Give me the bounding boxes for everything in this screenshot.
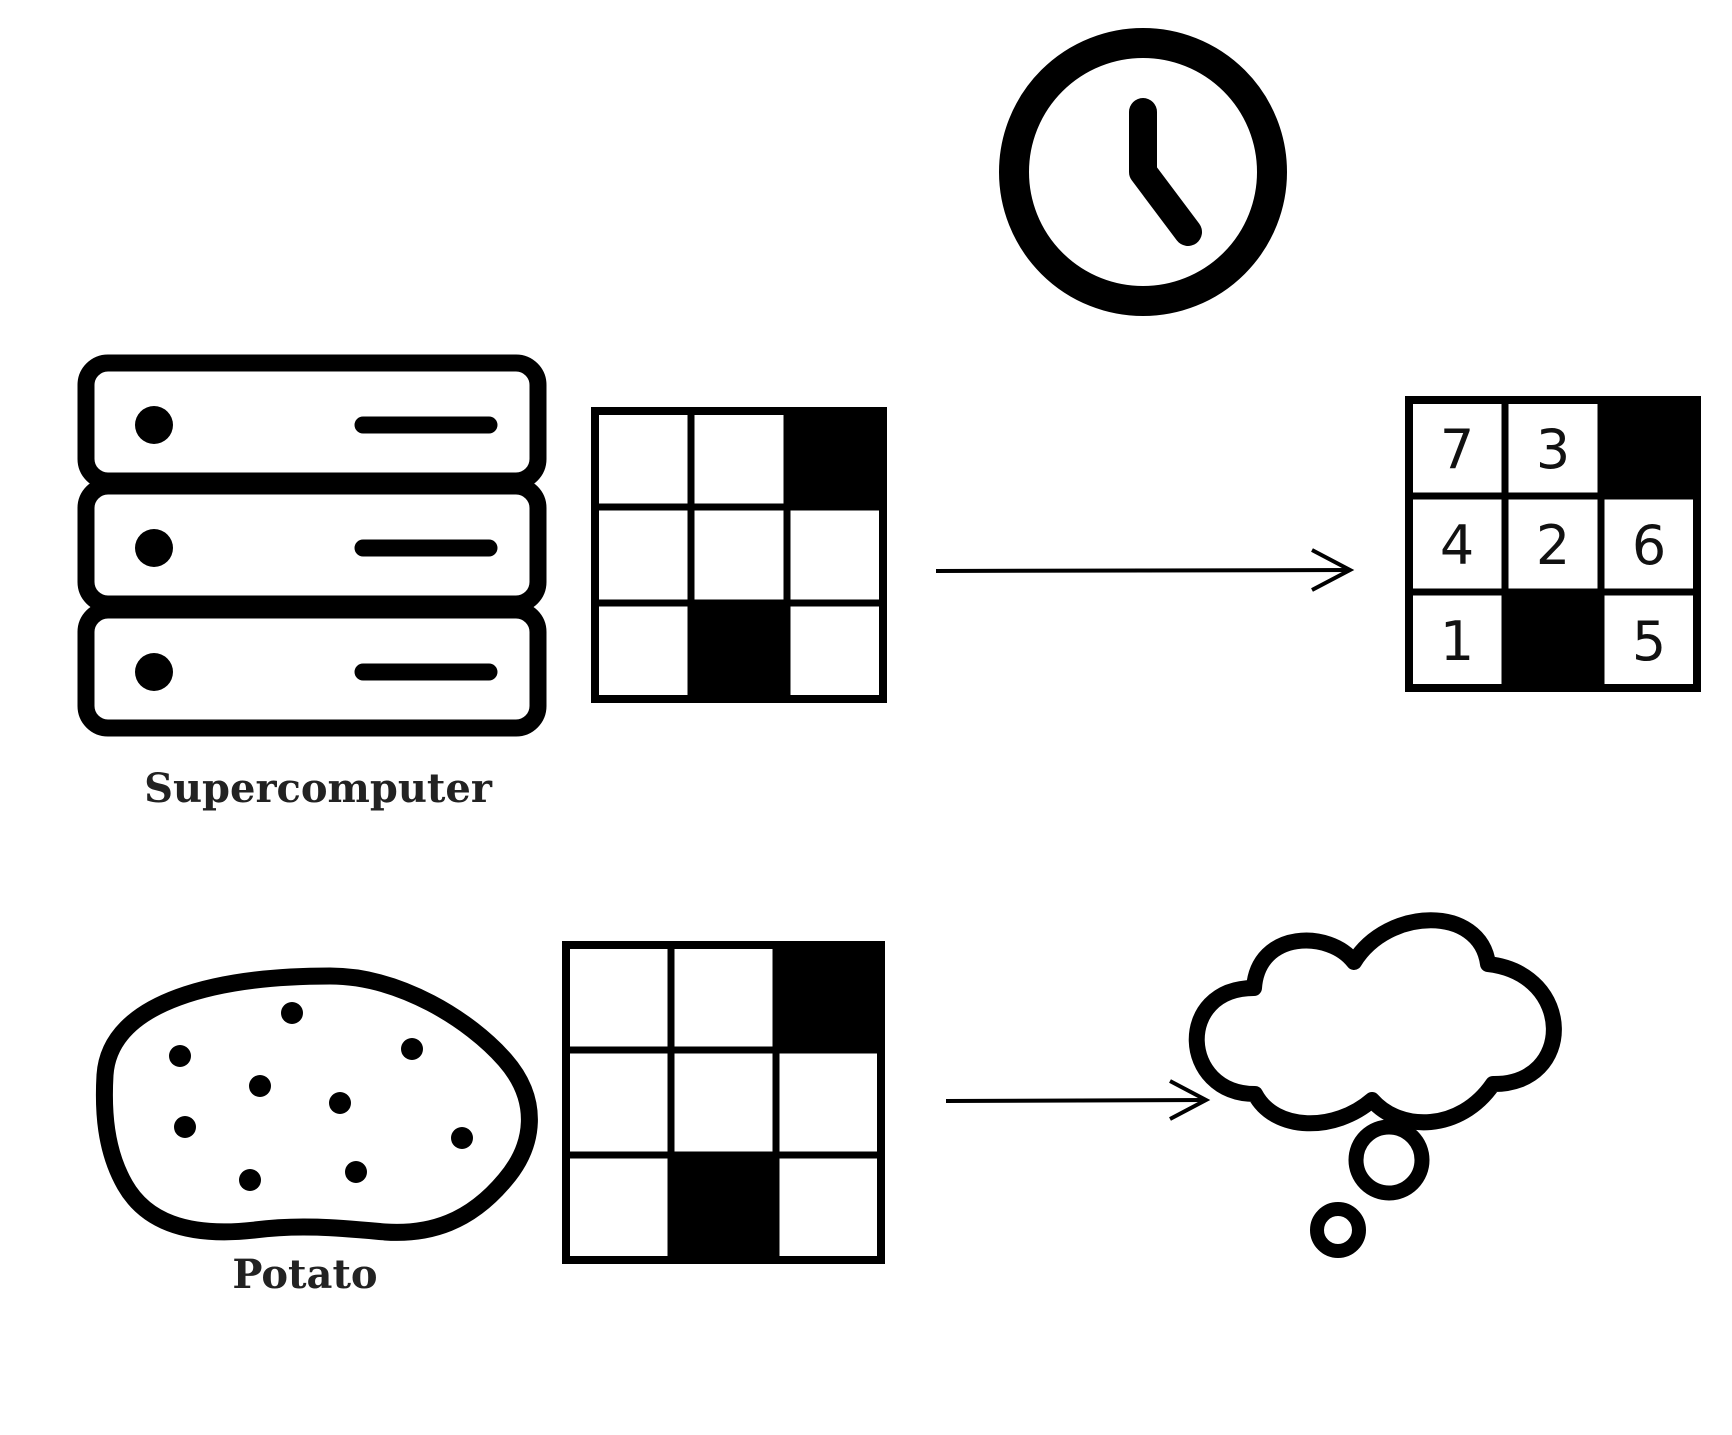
grid-cell-empty [772, 1046, 885, 1159]
grid-cell-empty [562, 941, 675, 1054]
grid-cell-number: 1 [1440, 610, 1474, 673]
grid-cell-empty [772, 1151, 885, 1264]
thought-cloud-icon [1188, 912, 1562, 1258]
grid-cell-empty [783, 503, 887, 607]
grid-border [562, 941, 885, 1264]
input-grid-supercomputer [591, 407, 887, 703]
grid-cell-number: 3 [1536, 418, 1570, 481]
grid-cell-number: 2 [1536, 514, 1570, 577]
grid-cell-empty [1501, 492, 1605, 596]
server-rack-icon [77, 354, 547, 737]
grid-cell-filled [772, 941, 885, 1054]
potato-icon [95, 967, 538, 1241]
grid-cell-filled [667, 1151, 780, 1264]
grid-border [591, 407, 887, 703]
grid-cell-filled [783, 407, 887, 511]
clock-icon [999, 28, 1287, 316]
grid-cell-number: 6 [1632, 514, 1666, 577]
grid-cell-filled [1597, 396, 1701, 500]
input-grid-potato [562, 941, 885, 1264]
grid-cell-empty [591, 599, 695, 703]
grid-cell-empty [562, 1046, 675, 1159]
grid-cell-empty [591, 503, 695, 607]
grid-cell-empty [687, 503, 791, 607]
grid-cell-empty [667, 941, 780, 1054]
grid-border [1405, 396, 1701, 692]
grid-cell-number: 5 [1632, 610, 1666, 673]
grid-cell-empty [1405, 588, 1509, 692]
grid-cell-empty [562, 1151, 675, 1264]
right-arrow-icon [945, 1079, 1211, 1121]
grid-cell-empty [667, 1046, 780, 1159]
grid-cell-number: 7 [1440, 418, 1474, 481]
potato-label: Potato [232, 1251, 377, 1298]
grid-cell-filled [1501, 588, 1605, 692]
grid-cell-empty [783, 599, 887, 703]
grid-cell-number: 4 [1440, 514, 1474, 577]
grid-cell-filled [687, 599, 791, 703]
right-arrow-icon [935, 548, 1355, 592]
grid-cell-empty [687, 407, 791, 511]
supercomputer-label: Supercomputer [144, 765, 493, 812]
grid-cell-empty [591, 407, 695, 511]
